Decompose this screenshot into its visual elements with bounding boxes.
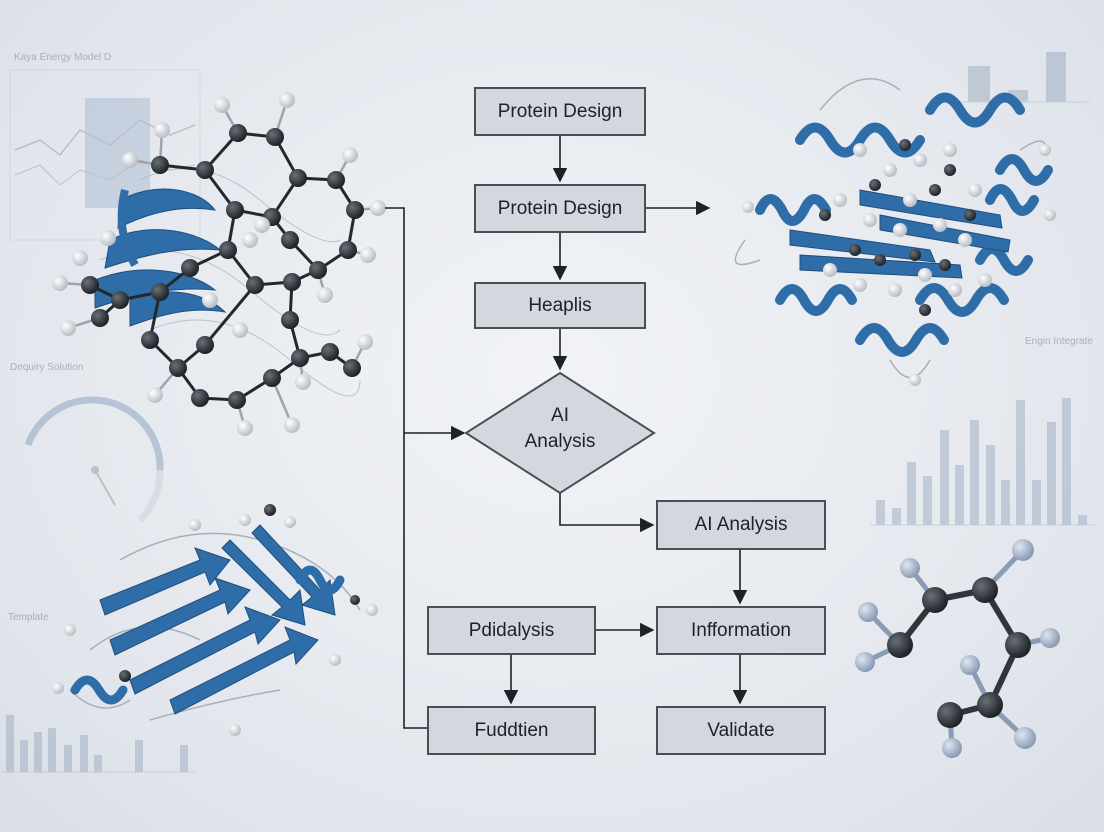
node-heaplis-label: Heaplis [528, 294, 592, 316]
faint-chart-right [870, 398, 1095, 526]
faint-chart-bottom-left [2, 715, 195, 773]
connector-left-spine [385, 207, 427, 729]
node-pdidalysis: Pdidalysis [427, 606, 596, 655]
protein-top-right [734, 78, 1056, 386]
node-fuddtien-label: Fuddtien [474, 719, 549, 741]
node-protein-design-2-label: Protein Design [497, 197, 623, 219]
faint-gauge [24, 396, 164, 523]
node-heaplis: Heaplis [474, 282, 646, 329]
faint-label-3: Engin Integrate [1025, 336, 1093, 347]
node-infformation: Infformation [656, 606, 826, 655]
node-validate-label: Validate [707, 719, 775, 741]
node-fuddtien: Fuddtien [427, 706, 596, 755]
node-ai-analysis: AI Analysis [656, 500, 826, 550]
protein-bottom-left [52, 504, 378, 736]
connector-diamond-to-analysis [559, 493, 655, 533]
node-infformation-label: Infformation [691, 619, 791, 641]
molecule-top-left [52, 92, 386, 436]
faint-label-4: Template [8, 612, 49, 623]
faint-label-1: Kaya Energy Model D [14, 52, 112, 63]
faint-chart-top-right [955, 52, 1090, 103]
diamond-label: AI Analysis [490, 403, 630, 455]
molecule-bottom-right [855, 539, 1060, 758]
faint-label-2: Dequiry Solution [10, 362, 84, 373]
node-protein-design-1-label: Protein Design [497, 100, 623, 122]
node-protein-design-1: Protein Design [474, 87, 646, 136]
node-ai-analysis-label: AI Analysis [694, 514, 788, 535]
node-pdidalysis-label: Pdidalysis [468, 619, 555, 641]
node-validate: Validate [656, 706, 826, 755]
diamond-label-line2: Analysis [524, 431, 596, 452]
diamond-label-line1: AI [551, 405, 569, 426]
ai-analysis-diamond [464, 371, 656, 495]
node-protein-design-2: Protein Design [474, 184, 646, 233]
